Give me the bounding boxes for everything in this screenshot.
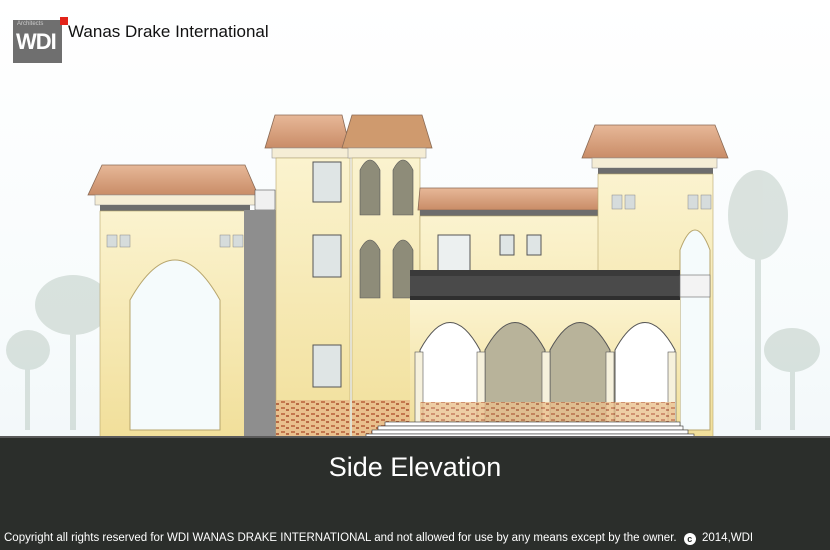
logo-red-square xyxy=(60,17,68,25)
balcony-railing xyxy=(410,270,711,300)
arcade xyxy=(410,300,680,429)
second-tower xyxy=(341,114,433,438)
wdi-logo: Architects WDI xyxy=(13,17,68,63)
main-tower xyxy=(264,114,351,438)
company-name: Wanas Drake International xyxy=(68,22,269,41)
logo-tagline: Architects xyxy=(17,21,44,27)
entrance-steps xyxy=(365,421,695,438)
side-elevation-drawing xyxy=(0,114,830,438)
copyright-icon: c xyxy=(683,533,696,545)
copyright-year: 2014,WDI xyxy=(702,532,754,544)
shadow-bay xyxy=(244,210,276,438)
copyright-text: Copyright all rights reserved for WDI WA… xyxy=(4,532,677,544)
copyright-line: Copyright all rights reserved for WDI WA… xyxy=(4,532,753,545)
left-pavilion xyxy=(87,164,276,438)
ground-line xyxy=(0,436,830,438)
palm-tree-icon xyxy=(6,170,820,430)
footer-band xyxy=(0,438,830,550)
drawing-caption: Side Elevation xyxy=(328,452,502,482)
logo-text: WDI xyxy=(16,29,57,54)
